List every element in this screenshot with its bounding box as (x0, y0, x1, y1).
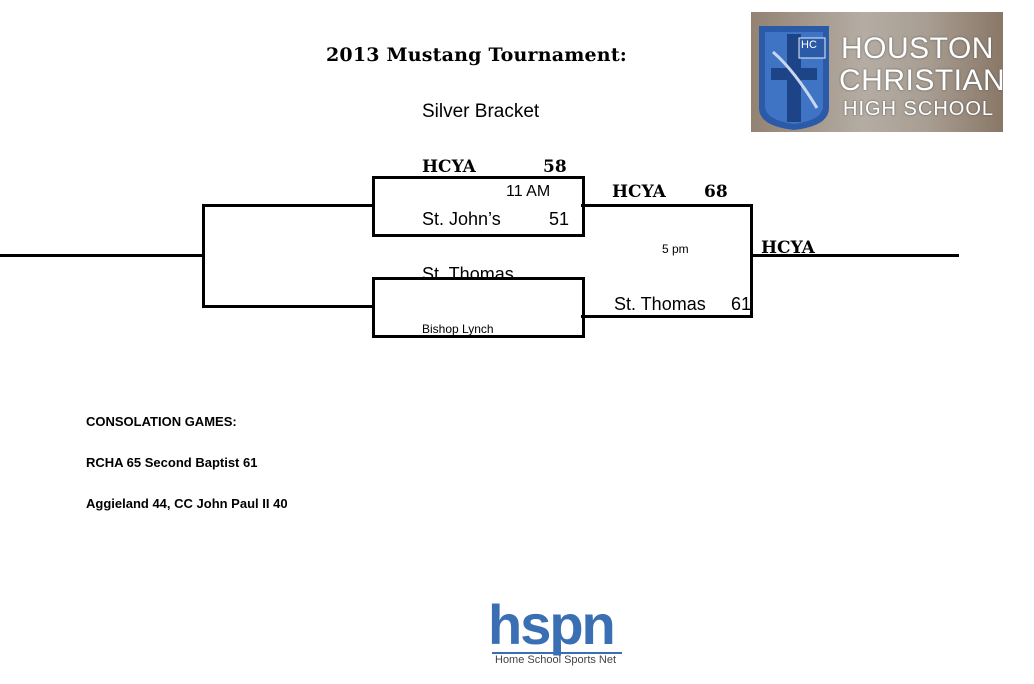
page-title: 2013 Mustang Tournament: (326, 44, 628, 66)
logo-badge-text: HC (801, 39, 817, 51)
semi2-box (372, 277, 585, 338)
semi1-team1-name: HCYA (422, 157, 476, 177)
semi1-team2-name: St. John’s (422, 209, 501, 229)
bracket-line-lower-branch (202, 305, 374, 308)
consolation-game-1: RCHA 65 Second Baptist 61 (86, 455, 258, 470)
bracket-line-semi2-out (581, 315, 752, 318)
semi1-time: 11 AM (506, 183, 551, 200)
hspn-tagline: Home School Sports Net (495, 654, 617, 666)
hspn-mark: hspn (488, 593, 616, 656)
semi1-team1-score: 58 (543, 157, 567, 177)
consolation-game-2: Aggieland 44, CC John Paul II 40 (86, 496, 288, 511)
final-team2-name: St. Thomas (614, 294, 706, 314)
bracket-subtitle: Silver Bracket (422, 101, 540, 122)
bracket-line-champion-right (750, 254, 959, 257)
bracket-line-final-vertical (750, 204, 753, 318)
consolation-heading: CONSOLATION GAMES: (86, 414, 237, 429)
final-team1-name: HCYA (612, 182, 666, 202)
semi2-team2-name: Bishop Lynch (422, 322, 494, 336)
logo-line2: CHRISTIAN (839, 64, 1003, 97)
hspn-underline (492, 652, 622, 654)
semi2-team1-name: St. Thomas (422, 264, 514, 284)
bracket-line-left-vertical (202, 204, 205, 308)
bracket-line-upper-branch (202, 204, 374, 207)
semi1-team2-score: 51 (549, 209, 570, 229)
bracket-line-champion-left (0, 254, 204, 257)
school-logo: HC HOUSTON CHRISTIAN HIGH SCHOOL (751, 12, 1003, 132)
final-time: 5 pm (662, 242, 689, 256)
final-team2-score: 61 (731, 294, 752, 314)
champion-name: HCYA (761, 238, 815, 258)
logo-line3: HIGH SCHOOL (843, 98, 995, 120)
final-team1-score: 68 (704, 182, 728, 202)
shield-icon (751, 12, 1003, 132)
hspn-logo: hspn Home School Sports Net (488, 593, 630, 670)
bracket-line-semi1-out (581, 204, 752, 207)
logo-line1: HOUSTON (841, 32, 994, 65)
